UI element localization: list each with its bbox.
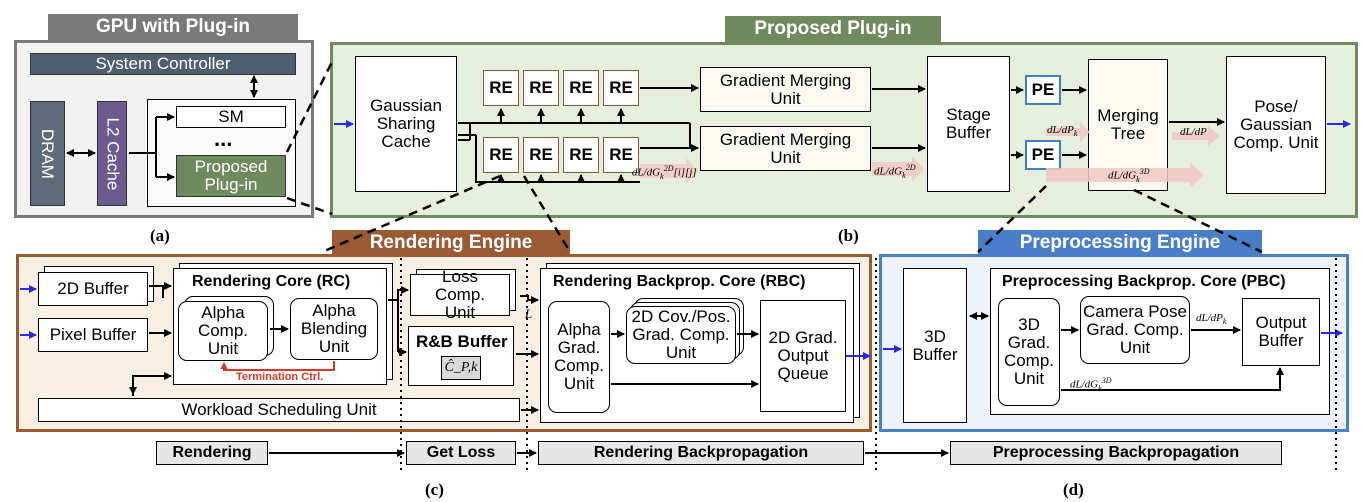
caption-c: (c): [425, 480, 444, 499]
math-gmu-out: dL/dGk2D: [874, 163, 916, 180]
pose-gaussian-unit: Pose/ Gaussian Comp. Unit: [1226, 56, 1326, 194]
math-tree-out: dL/dP: [1180, 126, 1207, 138]
caption-a: (a): [150, 226, 170, 245]
camera-pose-grad-unit: Camera Pose Grad. Comp. Unit: [1080, 296, 1190, 364]
plugin-title-banner: Proposed Plug-in: [725, 16, 941, 42]
workload-scheduling-unit: Workload Scheduling Unit: [38, 398, 520, 422]
3d-buffer: 3D Buffer: [903, 268, 967, 423]
termination-ctrl-label: Termination Ctrl.: [236, 371, 324, 383]
rendering-core-title: Rendering Core (RC): [192, 273, 351, 290]
gradient-flow-bands: [640, 122, 1220, 188]
re-unit-bottom-1: RE: [483, 137, 519, 173]
gpu-title-banner: GPU with Plug-in: [48, 14, 298, 40]
gpu-plugin-block: Proposed Plug-in: [176, 155, 286, 197]
rb-buffer-title: R&B Buffer: [416, 332, 508, 351]
math-pbc-pk: dL/dPk: [1196, 312, 1227, 327]
math-re-out: dL/dGk2D[i][j]: [632, 164, 697, 181]
gradient-merging-unit-bottom: Gradient Merging Unit: [700, 126, 871, 171]
termination-feedback: [220, 361, 335, 371]
stage-buffer: Stage Buffer: [927, 56, 1010, 192]
phase-get-loss: Get Loss: [406, 441, 516, 465]
re-unit-bottom-3: RE: [563, 137, 599, 173]
phase-rendering-backprop: Rendering Backpropagation: [538, 441, 864, 465]
phase-rendering: Rendering: [156, 441, 268, 465]
output-buffer: Output Buffer: [1242, 298, 1320, 366]
re-unit-top-4: RE: [603, 70, 639, 106]
math-pe-top: dL/dPk: [1047, 124, 1078, 139]
rb-buffer-value: Ĉ_P,k: [441, 356, 481, 380]
gaussian-sharing-cache: Gaussian Sharing Cache: [355, 56, 457, 192]
pixel-buffer: Pixel Buffer: [38, 318, 148, 352]
system-controller: System Controller: [30, 53, 296, 75]
gpu-title: GPU with Plug-in: [95, 16, 251, 37]
phase-preprocessing-backprop: Preprocessing Backpropagation: [950, 441, 1282, 465]
rbc-title: Rendering Backprop. Core (RBC): [553, 273, 806, 290]
re-unit-bottom-4: RE: [603, 137, 639, 173]
2d-buffer: 2D Buffer: [38, 272, 148, 306]
pbc-title: Preprocessing Backprop. Core (PBC): [1002, 273, 1286, 290]
re-unit-top-1: RE: [483, 70, 519, 106]
caption-d: (d): [1063, 480, 1084, 499]
rendering-engine-banner: Rendering Engine: [332, 230, 570, 256]
2d-grad-output-queue: 2D Grad. Output Queue: [760, 300, 846, 412]
alpha-blending-unit: Alpha Blending Unit: [290, 298, 378, 360]
cov-pos-grad-unit: 2D Cov./Pos. Grad. Comp. Unit: [626, 306, 736, 364]
loss-comp-unit: Loss Comp. Unit: [410, 268, 510, 321]
math-pbc-g3d: dL/dGk3D: [1070, 376, 1112, 393]
caption-b: (b): [838, 226, 859, 245]
3d-grad-comp-unit: 3D Grad. Comp. Unit: [998, 298, 1060, 406]
gradient-merging-unit-top: Gradient Merging Unit: [700, 67, 871, 112]
sm-block: SM: [176, 106, 286, 128]
dram-block: DRAM: [30, 101, 65, 206]
pe-unit-bottom: PE: [1025, 140, 1061, 170]
re-unit-top-2: RE: [523, 70, 559, 106]
pe-unit-top: PE: [1025, 75, 1061, 105]
re-unit-top-3: RE: [563, 70, 599, 106]
preprocessing-engine-banner: Preprocessing Engine: [978, 230, 1262, 256]
alpha-comp-unit: Alpha Comp. Unit: [178, 301, 268, 361]
merging-tree: Merging Tree: [1088, 59, 1168, 191]
math-pe-bottom: dL/dGk3D: [1108, 167, 1150, 184]
alpha-grad-unit: Alpha Grad. Comp. Unit: [548, 301, 610, 413]
loss-symbol: L: [525, 306, 533, 321]
re-unit-bottom-2: RE: [523, 137, 559, 173]
l2-cache-block: L2 Cache: [97, 101, 127, 206]
sm-dots: ...: [214, 126, 233, 151]
